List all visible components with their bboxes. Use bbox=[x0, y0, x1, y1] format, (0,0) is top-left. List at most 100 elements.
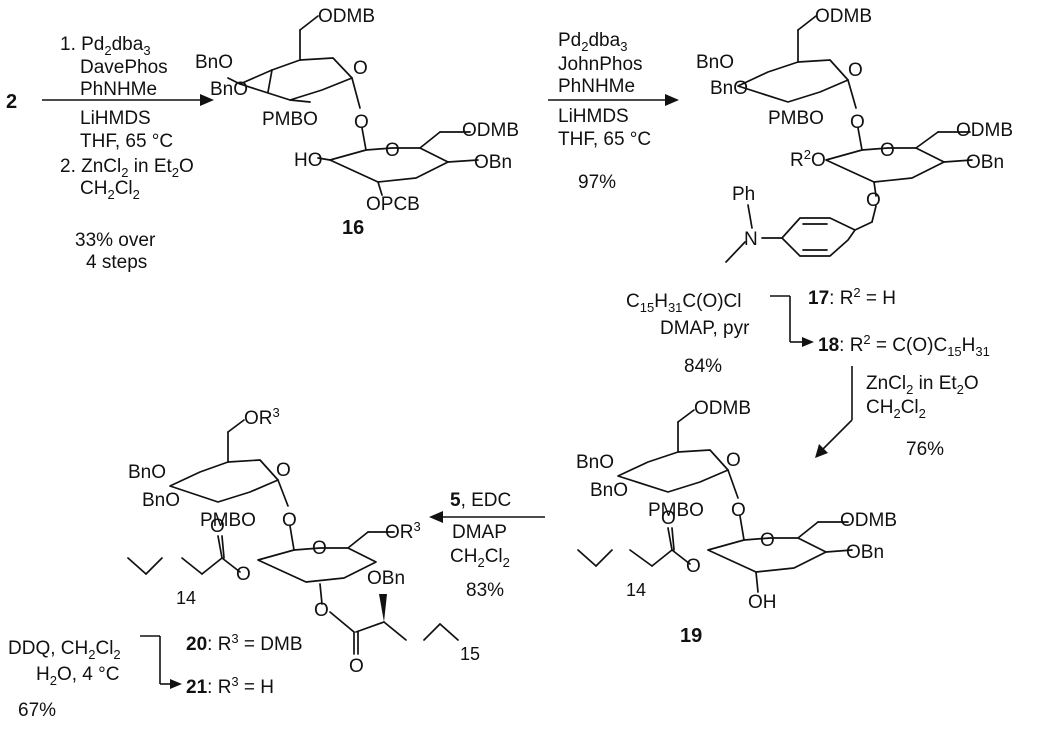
step3-bracket-arrow bbox=[770, 295, 814, 347]
svg-text:BnO: BnO bbox=[710, 78, 748, 99]
svg-text:Ph: Ph bbox=[732, 184, 755, 205]
svg-text:BnO: BnO bbox=[195, 52, 233, 73]
svg-text:THF, 65 °C: THF, 65 °C bbox=[80, 131, 173, 152]
compound-16-structure bbox=[227, 15, 479, 196]
compound-16-labels: ODMB BnO BnO O PMBO O ODMB O HO OBn OPCB… bbox=[195, 6, 519, 239]
step6-bracket-arrow bbox=[140, 635, 182, 689]
svg-text:14: 14 bbox=[626, 580, 646, 600]
svg-text:CH2Cl2: CH2Cl2 bbox=[866, 397, 926, 421]
svg-text:DDQ, CH2Cl2: DDQ, CH2Cl2 bbox=[8, 638, 121, 662]
svg-text:DMAP: DMAP bbox=[452, 522, 507, 543]
svg-text:BnO: BnO bbox=[590, 480, 628, 501]
svg-text:O: O bbox=[760, 530, 775, 551]
svg-text:OBn: OBn bbox=[367, 568, 405, 589]
svg-text:PhNHMe: PhNHMe bbox=[558, 76, 635, 97]
svg-text:O: O bbox=[312, 538, 327, 559]
reaction-arrow-4 bbox=[815, 366, 853, 458]
svg-text:21: R3 = H: 21: R3 = H bbox=[186, 674, 274, 698]
svg-text:BnO: BnO bbox=[696, 52, 734, 73]
svg-text:O: O bbox=[848, 60, 863, 81]
svg-text:HO: HO bbox=[294, 150, 323, 171]
svg-text:Pd2dba3: Pd2dba3 bbox=[558, 30, 627, 54]
svg-text:PMBO: PMBO bbox=[648, 500, 704, 521]
svg-text:R2O: R2O bbox=[790, 147, 826, 171]
svg-text:14: 14 bbox=[176, 588, 196, 608]
compound-17-18-definitions: 17: R2 = H 18: R2 = C(O)C15H31 bbox=[808, 285, 990, 359]
svg-text:PMBO: PMBO bbox=[200, 510, 256, 531]
step5-conditions: 5, EDC DMAP CH2Cl2 83% bbox=[450, 490, 511, 601]
svg-text:83%: 83% bbox=[466, 580, 504, 601]
svg-text:LiHMDS: LiHMDS bbox=[558, 106, 629, 127]
svg-text:18: R2 = C(O)C15H31: 18: R2 = C(O)C15H31 bbox=[818, 332, 990, 359]
step2-conditions: Pd2dba3 JohnPhos PhNHMe LiHMDS THF, 65 °… bbox=[558, 30, 651, 193]
compound-2-label: 2 bbox=[6, 91, 17, 113]
svg-text:PMBO: PMBO bbox=[768, 108, 824, 129]
svg-text:LiHMDS: LiHMDS bbox=[80, 108, 151, 129]
compound-17-labels: ODMB BnO BnO O PMBO O ODMB O OBn R2O O P… bbox=[696, 6, 1013, 250]
svg-text:O: O bbox=[731, 500, 746, 521]
svg-text:4 steps: 4 steps bbox=[86, 252, 147, 273]
svg-text:O: O bbox=[282, 510, 297, 531]
svg-text:ODMB: ODMB bbox=[694, 398, 751, 419]
compound-16-label: 16 bbox=[342, 217, 364, 239]
svg-text:2. ZnCl2 in Et2O: 2. ZnCl2 in Et2O bbox=[60, 156, 194, 180]
step3-conditions: C15H31C(O)Cl DMAP, pyr 84% bbox=[626, 291, 750, 377]
compound-20-structure bbox=[127, 419, 459, 655]
compound-17-structure bbox=[725, 15, 973, 263]
svg-text:ODMB: ODMB bbox=[462, 120, 519, 141]
step4-conditions: ZnCl2 in Et2O CH2Cl2 76% bbox=[866, 373, 979, 460]
svg-text:BnO: BnO bbox=[128, 462, 166, 483]
compound-19-label: 19 bbox=[680, 625, 702, 647]
reaction-arrow-5 bbox=[429, 511, 545, 523]
compound-20-labels: OR3 BnO BnO O PMBO O OR3 O OBn O O O O 1… bbox=[128, 405, 480, 677]
compound-19-labels: ODMB BnO BnO O PMBO O ODMB O OBn O O OH … bbox=[576, 398, 897, 647]
svg-text:O: O bbox=[314, 600, 329, 621]
svg-text:O: O bbox=[276, 460, 291, 481]
svg-text:1. Pd2dba3: 1. Pd2dba3 bbox=[60, 34, 151, 58]
svg-text:ZnCl2 in Et2O: ZnCl2 in Et2O bbox=[866, 373, 979, 397]
svg-text:CH2Cl2: CH2Cl2 bbox=[80, 178, 140, 202]
svg-text:OR3: OR3 bbox=[385, 519, 421, 543]
svg-text:20: R3 = DMB: 20: R3 = DMB bbox=[186, 631, 303, 655]
reaction-arrow-2 bbox=[548, 94, 679, 106]
svg-text:97%: 97% bbox=[578, 172, 616, 193]
svg-text:OH: OH bbox=[748, 592, 777, 613]
svg-text:15: 15 bbox=[460, 644, 480, 664]
svg-text:O: O bbox=[866, 190, 881, 211]
svg-text:PMBO: PMBO bbox=[262, 109, 318, 130]
svg-text:H2O, 4 °C: H2O, 4 °C bbox=[36, 664, 119, 688]
step6-conditions: DDQ, CH2Cl2 H2O, 4 °C 67% bbox=[8, 638, 121, 721]
svg-text:OBn: OBn bbox=[474, 152, 512, 173]
svg-text:O: O bbox=[353, 58, 368, 79]
svg-text:5, EDC: 5, EDC bbox=[450, 490, 511, 511]
svg-text:N: N bbox=[744, 229, 758, 250]
svg-text:CH2Cl2: CH2Cl2 bbox=[450, 546, 510, 570]
svg-text:OBn: OBn bbox=[966, 152, 1004, 173]
svg-text:O: O bbox=[850, 112, 865, 133]
svg-text:17: R2 = H: 17: R2 = H bbox=[808, 285, 896, 309]
svg-text:O: O bbox=[210, 516, 225, 537]
svg-text:84%: 84% bbox=[684, 356, 722, 377]
svg-text:O: O bbox=[686, 556, 701, 577]
svg-text:O: O bbox=[236, 564, 251, 585]
svg-text:BnO: BnO bbox=[210, 79, 248, 100]
svg-text:DMAP, pyr: DMAP, pyr bbox=[660, 318, 750, 339]
svg-text:OBn: OBn bbox=[846, 542, 884, 563]
svg-text:DavePhos: DavePhos bbox=[80, 57, 168, 78]
svg-text:BnO: BnO bbox=[142, 490, 180, 511]
svg-text:O: O bbox=[661, 508, 676, 529]
svg-text:O: O bbox=[354, 112, 369, 133]
svg-text:76%: 76% bbox=[906, 439, 944, 460]
svg-text:O: O bbox=[349, 656, 364, 677]
svg-text:THF, 65 °C: THF, 65 °C bbox=[558, 129, 651, 150]
svg-text:JohnPhos: JohnPhos bbox=[558, 54, 643, 75]
svg-text:BnO: BnO bbox=[576, 452, 614, 473]
svg-text:ODMB: ODMB bbox=[318, 6, 375, 27]
step1-conditions: 1. Pd2dba3 DavePhos PhNHMe LiHMDS THF, 6… bbox=[60, 34, 194, 273]
svg-text:C15H31C(O)Cl: C15H31C(O)Cl bbox=[626, 291, 742, 315]
svg-text:OR3: OR3 bbox=[244, 405, 280, 429]
svg-text:ODMB: ODMB bbox=[815, 6, 872, 27]
svg-text:ODMB: ODMB bbox=[956, 120, 1013, 141]
svg-text:O: O bbox=[726, 450, 741, 471]
